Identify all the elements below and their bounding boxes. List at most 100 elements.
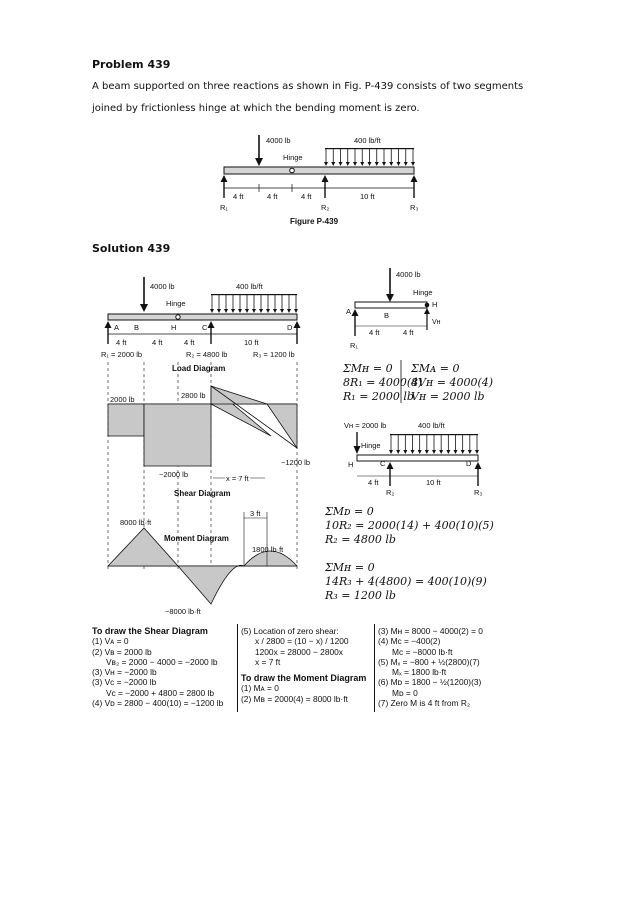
svg-text:B: B	[134, 323, 139, 332]
dist-arrow-head	[273, 309, 277, 313]
figure-caption: Figure P-439	[290, 217, 339, 226]
dist-arrow-head	[252, 309, 256, 313]
svg-text:4 ft: 4 ft	[116, 338, 127, 347]
svg-text:4 ft: 4 ft	[403, 328, 414, 337]
dist-arrow-head	[280, 309, 284, 313]
svg-text:10 ft: 10 ft	[360, 192, 376, 201]
svg-text:ΣMᴀ = 0: ΣMᴀ = 0	[410, 362, 459, 375]
dist-arrow-head	[238, 309, 242, 313]
dist-arrow-head	[338, 162, 343, 166]
dist-load-arrows	[324, 149, 415, 166]
svg-text:ΣMʜ = 0: ΣMʜ = 0	[342, 362, 393, 375]
dist-arrow-head	[467, 450, 472, 454]
svg-text:C: C	[380, 459, 386, 468]
dist-arrow-head	[217, 309, 221, 313]
svg-text:2800 lb: 2800 lb	[181, 391, 206, 400]
svg-text:4 ft: 4 ft	[233, 192, 244, 201]
svg-text:10 ft: 10 ft	[426, 478, 442, 487]
fbd-diagrams: 4000 lb Hinge A B H Vʜ 4 ft 4 ft R₁ ΣMʜ …	[342, 268, 493, 497]
svg-text:R₂: R₂	[386, 488, 394, 497]
dist-arrow-head	[424, 450, 429, 454]
svg-text:−1200 lb: −1200 lb	[281, 458, 310, 467]
load-point-label: 4000 lb	[266, 136, 291, 145]
svg-text:D: D	[466, 459, 472, 468]
svg-text:R₂ = 4800 lb: R₂ = 4800 lb	[186, 350, 227, 359]
dist-arrow-head	[367, 162, 372, 166]
problem-heading: Problem 439	[92, 58, 171, 71]
dist-arrow-head	[324, 162, 328, 166]
dist-arrow-head	[417, 450, 422, 454]
dist-arrow-head	[432, 450, 436, 454]
dist-arrow-head	[410, 450, 415, 454]
svg-text:A: A	[346, 307, 351, 316]
svg-text:R₃: R₃	[474, 488, 482, 497]
notes-moment-cont: (3) Mʜ = 8000 − 4000(2) = 0 (4) Mc = −40…	[378, 626, 483, 709]
svg-text:3 ft: 3 ft	[250, 509, 261, 518]
shear-diagram	[107, 385, 298, 467]
svg-text:4 ft: 4 ft	[267, 192, 278, 201]
svg-text:Hinge: Hinge	[361, 441, 381, 450]
svg-text:Shear Diagram: Shear Diagram	[174, 489, 230, 498]
svg-text:4000 lb: 4000 lb	[396, 270, 421, 279]
dist-arrow-head	[439, 450, 444, 454]
svg-text:H: H	[348, 460, 353, 469]
dist-arrow-head	[403, 162, 408, 166]
svg-text:A: A	[114, 323, 119, 332]
svg-text:R₁: R₁	[350, 341, 358, 350]
svg-text:400 lb/ft: 400 lb/ft	[418, 421, 446, 430]
svg-text:−2000 lb: −2000 lb	[159, 470, 188, 479]
dist-arrow-head	[475, 450, 479, 454]
svg-text:4 ft: 4 ft	[152, 338, 163, 347]
dist-arrow-head	[446, 450, 451, 454]
dist-arrow-head	[210, 309, 214, 313]
dist-arrow-head	[374, 162, 379, 166]
svg-text:4 ft: 4 ft	[369, 328, 380, 337]
dist-arrow-head	[231, 309, 235, 313]
svg-text:Hinge: Hinge	[166, 299, 186, 308]
svg-text:8000 lb·ft: 8000 lb·ft	[120, 518, 152, 527]
solution-beam	[107, 313, 298, 321]
dist-arrow-head	[396, 162, 401, 166]
svg-text:4000 lb: 4000 lb	[150, 282, 175, 291]
dist-arrow-head	[360, 162, 365, 166]
dist-arrow-head	[294, 309, 298, 313]
r1-label: R₁	[220, 203, 228, 212]
svg-text:4 ft: 4 ft	[368, 478, 379, 487]
svg-text:4 ft: 4 ft	[184, 338, 195, 347]
svg-text:D: D	[287, 323, 293, 332]
svg-text:8R₁ = 4000(4): 8R₁ = 4000(4)	[343, 376, 422, 389]
dist-arrow-head	[403, 450, 408, 454]
solution-diagrams: 4000 lb Hinge 400 lb/ft A B H C D 4 ft 4…	[101, 277, 310, 616]
solution-heading: Solution 439	[92, 242, 171, 255]
svg-text:2000 lb: 2000 lb	[110, 395, 135, 404]
svg-text:8Vʜ = 4000(4): 8Vʜ = 4000(4)	[411, 376, 493, 389]
dist-arrow-head	[453, 450, 458, 454]
dist-arrow-head	[259, 309, 263, 313]
dist-arrow-head	[460, 450, 465, 454]
svg-text:R₁ = 2000 lb: R₁ = 2000 lb	[101, 350, 142, 359]
svg-text:−8000 lb·ft: −8000 lb·ft	[165, 607, 202, 616]
figure-p439: 4000 lb Hinge 400 lb/ft 4 ft 4 ft 4 ft 1…	[220, 135, 418, 226]
dist-arrow-head	[345, 162, 350, 166]
notes-shear: To draw the Shear Diagram (1) Vᴀ = 0 (2)…	[92, 626, 224, 709]
dist-arrow-head	[353, 162, 357, 166]
svg-text:R₁ = 2000 lb: R₁ = 2000 lb	[342, 390, 414, 403]
hinge-label: Hinge	[283, 153, 303, 162]
dist-arrow-head	[382, 162, 386, 166]
dist-arrow-head	[245, 309, 249, 313]
svg-text:Load Diagram: Load Diagram	[172, 364, 225, 373]
svg-text:10 ft: 10 ft	[244, 338, 260, 347]
dist-arrow-head	[287, 309, 291, 313]
svg-text:Vʜ = 2000 lb: Vʜ = 2000 lb	[344, 421, 386, 430]
beam-p439	[223, 166, 415, 175]
dist-arrow-head	[266, 309, 270, 313]
dist-arrow-head	[331, 162, 336, 166]
dist-arrow-head	[224, 309, 228, 313]
dist-arrow-head	[389, 450, 393, 454]
svg-text:B: B	[384, 311, 389, 320]
svg-text:H: H	[432, 300, 437, 309]
notes-moment: (5) Location of zero shear: x / 2800 = (…	[241, 626, 367, 704]
problem-text-line2: joined by frictionless hinge at which th…	[92, 103, 420, 114]
svg-text:4 ft: 4 ft	[301, 192, 312, 201]
moment-diagram	[107, 527, 298, 605]
